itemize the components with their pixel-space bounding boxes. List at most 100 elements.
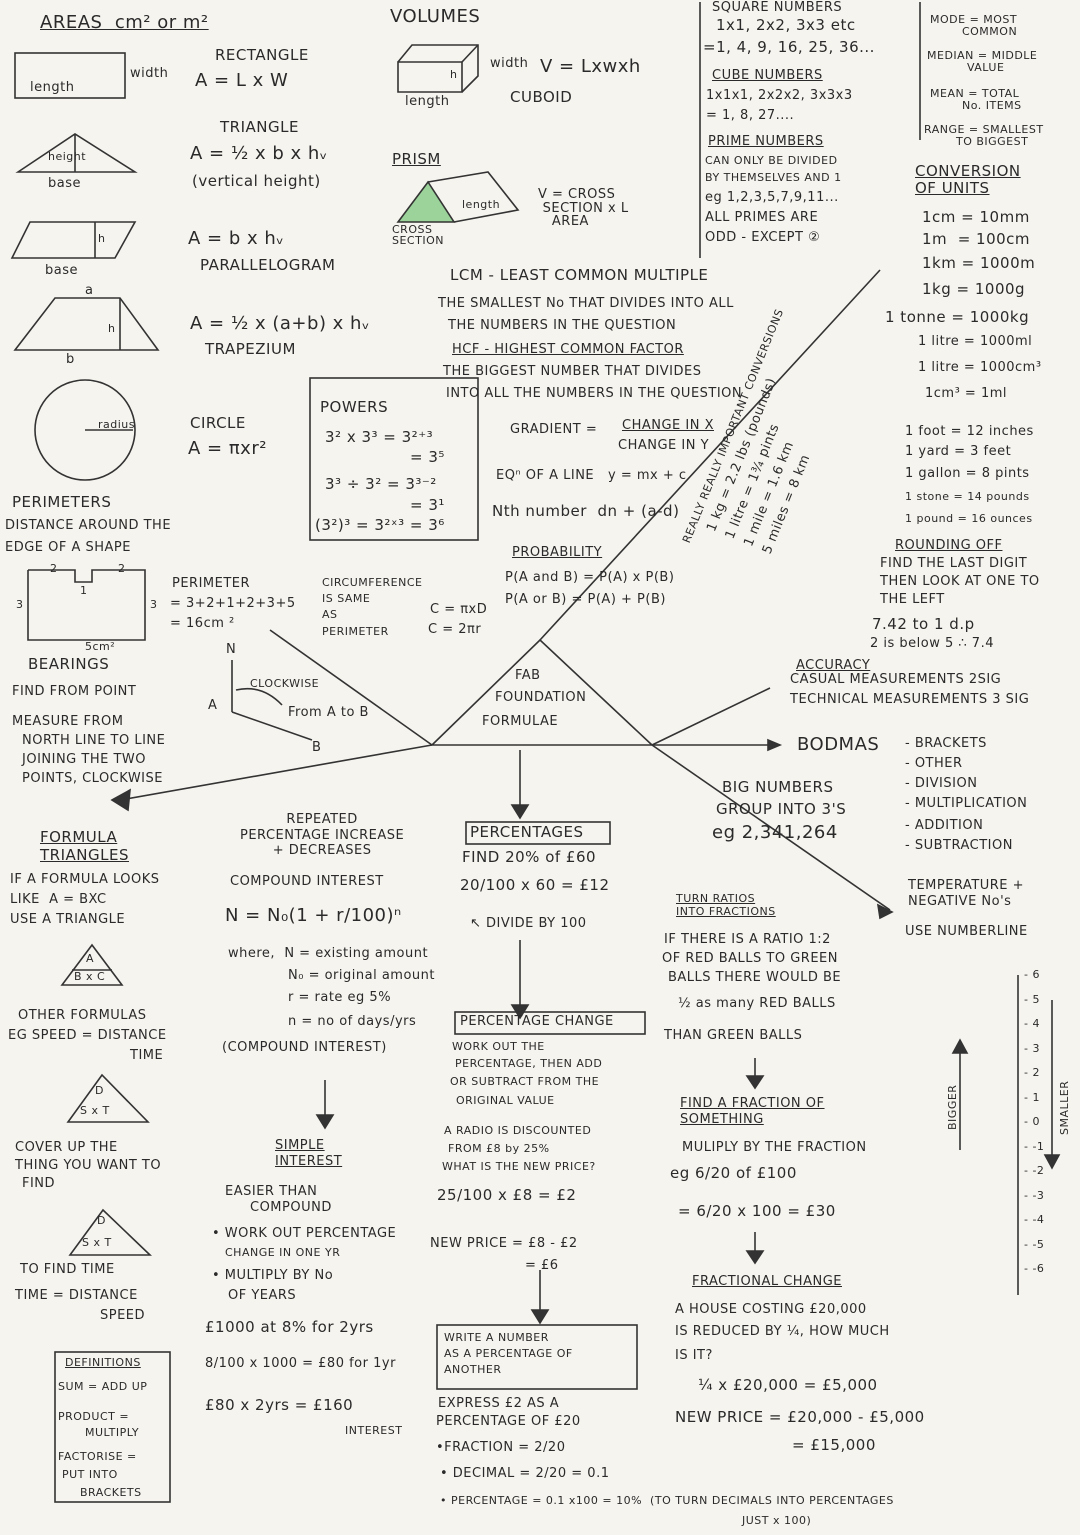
pchange-l5: A RADIO IS DISCOUNTED <box>444 1124 592 1137</box>
nth-term: Nth number dn + (a-d) <box>492 502 680 520</box>
compound-w5: (COMPOUND INTEREST) <box>222 1040 387 1055</box>
prime-l2: BY THEMSELVES AND 1 <box>705 171 842 184</box>
rounding-l2: THEN LOOK AT ONE TO <box>880 574 1040 589</box>
prism-formula: V = CROSS SECTION x L AREA <box>538 187 629 230</box>
trap-label: TRAPEZIUM <box>205 340 296 358</box>
fchange-l3: IS IT? <box>675 1348 713 1363</box>
def-title: DEFINITIONS <box>65 1356 141 1369</box>
pchange-l7: WHAT IS THE NEW PRICE? <box>442 1160 596 1173</box>
pchange-l3: OR SUBTRACT FROM THE <box>450 1075 600 1088</box>
bodmas-l1: - BRACKETS <box>905 736 987 751</box>
rounding-l5: 2 is below 5 ∴ 7.4 <box>870 636 994 651</box>
bearings-l3: NORTH LINE TO LINE <box>22 733 166 748</box>
perim-calc-l2: = 16cm ² <box>170 616 235 631</box>
hcf-l2: INTO ALL THE NUMBERS IN THE QUESTION <box>446 386 743 401</box>
perim-n2b: 2 <box>118 562 126 575</box>
circle-radius-label: radius <box>98 418 136 431</box>
prob-title: PROBABILITY <box>512 545 603 560</box>
pchange-l6: FROM £8 by 25% <box>448 1142 550 1155</box>
fchange-l6: = £15,000 <box>792 1436 876 1454</box>
percentages-l1: FIND 20% of £60 <box>462 848 597 866</box>
bearings-l5: POINTS, CLOCKWISE <box>22 771 163 786</box>
pchange-l4: ORIGINAL VALUE <box>456 1094 555 1107</box>
conv-l10: 1 yard = 3 feet <box>905 444 1012 459</box>
temp-bigger: BIGGER <box>946 1084 959 1130</box>
simple-l5: • MULTIPLY BY No <box>212 1268 334 1283</box>
simple-l7: £1000 at 8% for 2yrs <box>205 1318 374 1336</box>
conv-l4: 1kg = 1000g <box>922 280 1026 298</box>
stats-median: MEDIAN = MIDDLE VALUE <box>927 49 1038 75</box>
def-l5: PUT INTO <box>62 1468 118 1481</box>
stats-range: RANGE = SMALLEST TO BIGGEST <box>924 123 1044 149</box>
ftri-l1: IF A FORMULA LOOKS <box>10 872 160 887</box>
powers-l5: (3²)³ = 3²ˣ³ = 3⁶ <box>315 516 445 534</box>
trap-b-label: b <box>66 352 75 367</box>
ftri-l4: OTHER FORMULAS <box>18 1008 147 1023</box>
center-l2: FOUNDATION <box>495 690 587 705</box>
circ-l2: IS SAME <box>322 592 371 605</box>
rounding-l3: THE LEFT <box>880 592 945 607</box>
number-line-tick: - 2 <box>1024 1066 1040 1079</box>
fraction-of-l3: = 6/20 x 100 = £30 <box>678 1202 836 1220</box>
fchange-l5: NEW PRICE = £20,000 - £5,000 <box>675 1408 925 1426</box>
ftri-t3a: D <box>97 1214 106 1227</box>
conversion-title: CONVERSION OF UNITS <box>915 162 1021 197</box>
lcm-l1: THE SMALLEST No THAT DIVIDES INTO ALL <box>438 296 734 311</box>
simple-l2: COMPOUND <box>250 1200 332 1215</box>
ftri-l3: USE A TRIANGLE <box>10 912 126 927</box>
perim-n5: 5cm² <box>85 640 116 653</box>
simple-l10: INTEREST <box>345 1424 403 1437</box>
prime-l1: CAN ONLY BE DIVIDED <box>705 154 838 167</box>
conv-l3: 1km = 1000m <box>922 254 1036 272</box>
number-line-tick: - 1 <box>1024 1090 1040 1104</box>
cuboid-length-label: length <box>405 94 450 109</box>
conv-l2: 1m = 100cm <box>922 230 1031 248</box>
bearings-l4: JOINING THE TWO <box>22 752 146 767</box>
accuracy-l1: CASUAL MEASUREMENTS 2SIG <box>790 672 1002 687</box>
write-l4: • DECIMAL = 2/20 = 0.1 <box>440 1466 610 1481</box>
prob-and: P(A and B) = P(A) x P(B) <box>505 570 675 585</box>
bearings-l2: MEASURE FROM <box>12 714 124 729</box>
accuracy-title: ACCURACY <box>796 658 871 673</box>
ftri-l6: TIME <box>130 1048 164 1063</box>
cube-l2: = 1, 8, 27.... <box>706 108 795 123</box>
circ-l3: AS <box>322 608 338 621</box>
conv-l11: 1 gallon = 8 pints <box>905 466 1030 481</box>
ftri-l2: LIKE A = BXC <box>10 892 107 907</box>
fraction-of-l1: MULIPLY BY THE FRACTION <box>682 1140 867 1155</box>
ratios-l2: OF RED BALLS TO GREEN <box>662 951 838 966</box>
number-line-tick: - -3 <box>1024 1188 1045 1202</box>
conv-l12: 1 stone = 14 pounds <box>905 490 1030 503</box>
ratios-l4: ½ as many RED BALLS <box>678 996 836 1011</box>
ratios-l3: BALLS THERE WOULD BE <box>668 970 842 985</box>
ratios-title: TURN RATIOS INTO FRACTIONS <box>676 892 776 919</box>
number-line-tick: - -1 <box>1024 1139 1045 1153</box>
powers-l1: 3² x 3³ = 3²⁺³ <box>325 428 434 446</box>
perimeters-title: PERIMETERS <box>12 493 112 511</box>
ftri-l11: TIME = DISTANCE <box>15 1288 138 1303</box>
cube-title: CUBE NUMBERS <box>712 68 823 83</box>
accuracy-l2: TECHNICAL MEASUREMENTS 3 SIG <box>790 692 1030 707</box>
square-l2: =1, 4, 9, 16, 25, 36... <box>703 38 875 56</box>
circ-f1: C = πxD <box>430 602 488 617</box>
para-h-label: h <box>98 232 106 245</box>
rounding-l4: 7.42 to 1 d.p <box>872 615 975 633</box>
pchange-l9: NEW PRICE = £8 - £2 <box>430 1236 578 1251</box>
compound-w4: n = no of days/yrs <box>288 1014 417 1029</box>
simple-l4: CHANGE IN ONE YR <box>225 1246 341 1259</box>
eqn-line: EQⁿ OF A LINE y = mx + c <box>496 468 687 483</box>
rect-width-label: width <box>130 66 169 81</box>
gradient-label: GRADIENT = <box>510 422 598 437</box>
pchange-l1: WORK OUT THE <box>452 1040 545 1053</box>
prism-shape <box>396 180 456 223</box>
perim-n3b: 3 <box>150 598 158 611</box>
ftri-l9: FIND <box>22 1176 56 1191</box>
write-l1: EXPRESS £2 AS A <box>438 1396 560 1411</box>
bearings-n: N <box>226 642 237 657</box>
compound-w3: r = rate eg 5% <box>288 990 392 1005</box>
conv-l1: 1cm = 10mm <box>922 208 1030 226</box>
simple-l9: £80 x 2yrs = £160 <box>205 1396 354 1414</box>
cuboid-formula: V = Lxwxh <box>540 56 641 77</box>
powers-l2: = 3⁵ <box>410 448 445 466</box>
